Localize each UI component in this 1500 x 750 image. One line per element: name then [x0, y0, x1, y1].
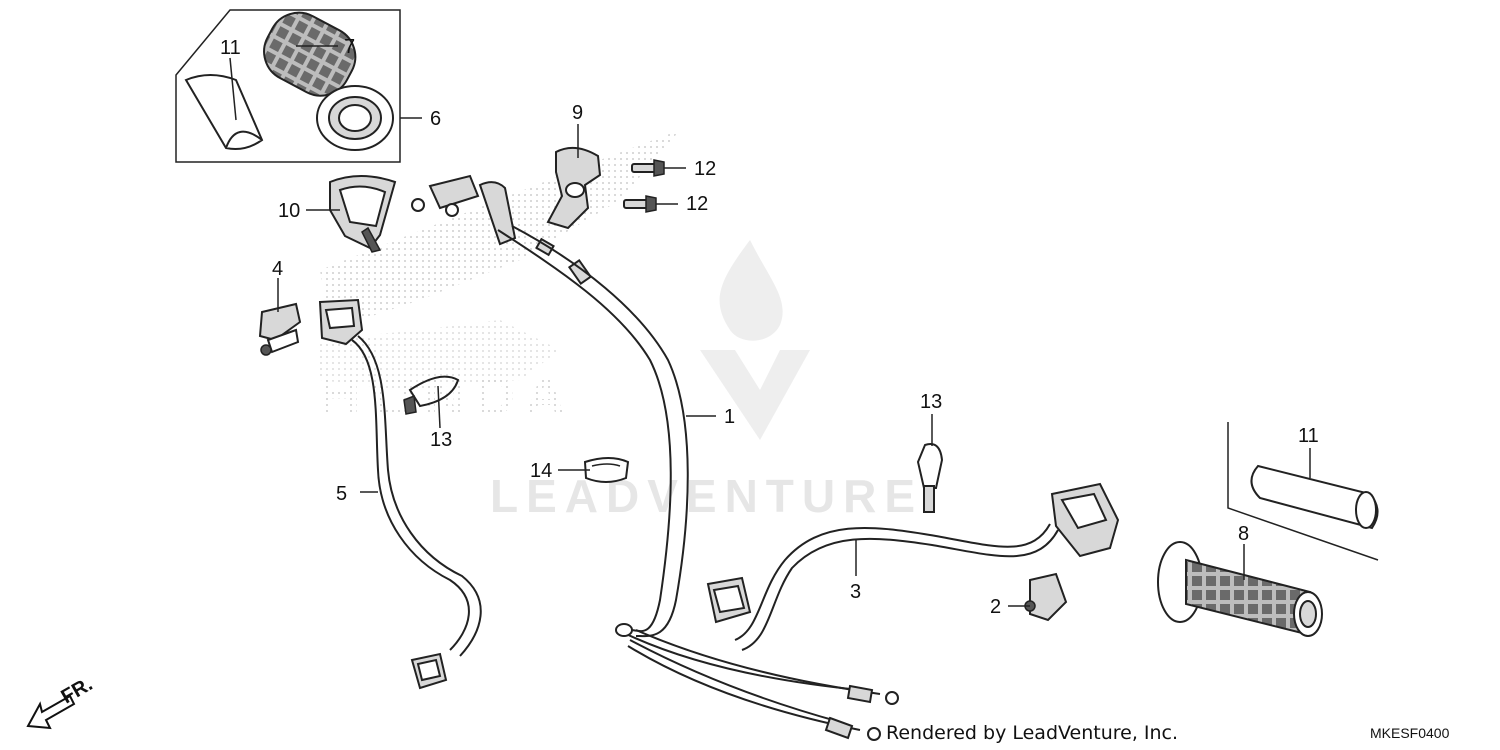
background-wing-shape: HONDA: [320, 130, 680, 427]
callout-10: 10: [278, 200, 300, 222]
callout-6: 6: [430, 108, 441, 130]
inset-box-grips: [175, 9, 401, 163]
callout-7: 7: [344, 36, 355, 58]
callout-labels: 1 2 3 4 5 6 7 8 9 10 11 11 12 12 13 13 1…: [220, 36, 1319, 618]
throttle-grip-part: [263, 11, 394, 151]
switch-bracket-part: [258, 302, 302, 356]
cable-tie-part-right: [916, 443, 944, 513]
kill-switch-harness-part: [318, 298, 482, 690]
flame-icon: [719, 240, 783, 341]
bolt-part-upper: [631, 159, 665, 177]
callout-5: 5: [336, 483, 347, 505]
callout-12-lower: 12: [686, 193, 708, 215]
front-direction-indicator: FR.: [26, 673, 96, 730]
right-grip-group: [1157, 422, 1379, 637]
direction-arrow-icon: [26, 694, 76, 730]
callout-13-right: 13: [920, 391, 942, 413]
callout-13-left: 13: [430, 429, 452, 451]
callout-3: 3: [850, 581, 861, 603]
callout-11-inset: 11: [220, 37, 241, 59]
callout-14: 14: [530, 460, 552, 482]
watermark: LEADVENTURE: [490, 240, 923, 522]
callout-8: 8: [1238, 523, 1249, 545]
throttle-cable-fittings: [411, 174, 593, 286]
svg-text:HONDA: HONDA: [320, 364, 575, 427]
callout-11-right: 11: [1298, 425, 1319, 447]
callout-4: 4: [272, 258, 283, 280]
clamp-bracket-part: [546, 146, 602, 230]
handlebar-switch-harness-part: [706, 482, 1120, 651]
watermark-text: LEADVENTURE: [490, 470, 923, 522]
bolt-part-lower: [623, 195, 657, 213]
grip-sleeve-part-right: [1250, 464, 1379, 530]
diagram-code: MKESF0400: [1370, 725, 1450, 741]
callout-12-upper: 12: [694, 158, 716, 180]
cable-tie-part-left: [403, 375, 460, 415]
callout-9: 9: [572, 102, 583, 124]
callout-2: 2: [990, 596, 1001, 618]
grip-sleeve-part: [184, 74, 264, 150]
switch-clamp-part: [1024, 572, 1068, 622]
throttle-housing-part: [329, 175, 397, 253]
left-grip-part: [1157, 541, 1323, 637]
cable-clip-part: [583, 457, 630, 483]
credit-text: Rendered by LeadVenture, Inc.: [886, 722, 1178, 744]
callout-1: 1: [724, 406, 735, 428]
throttle-cable-part: [497, 225, 899, 741]
watermark-v-icon: [700, 350, 810, 440]
leader-lines: [229, 45, 1311, 607]
